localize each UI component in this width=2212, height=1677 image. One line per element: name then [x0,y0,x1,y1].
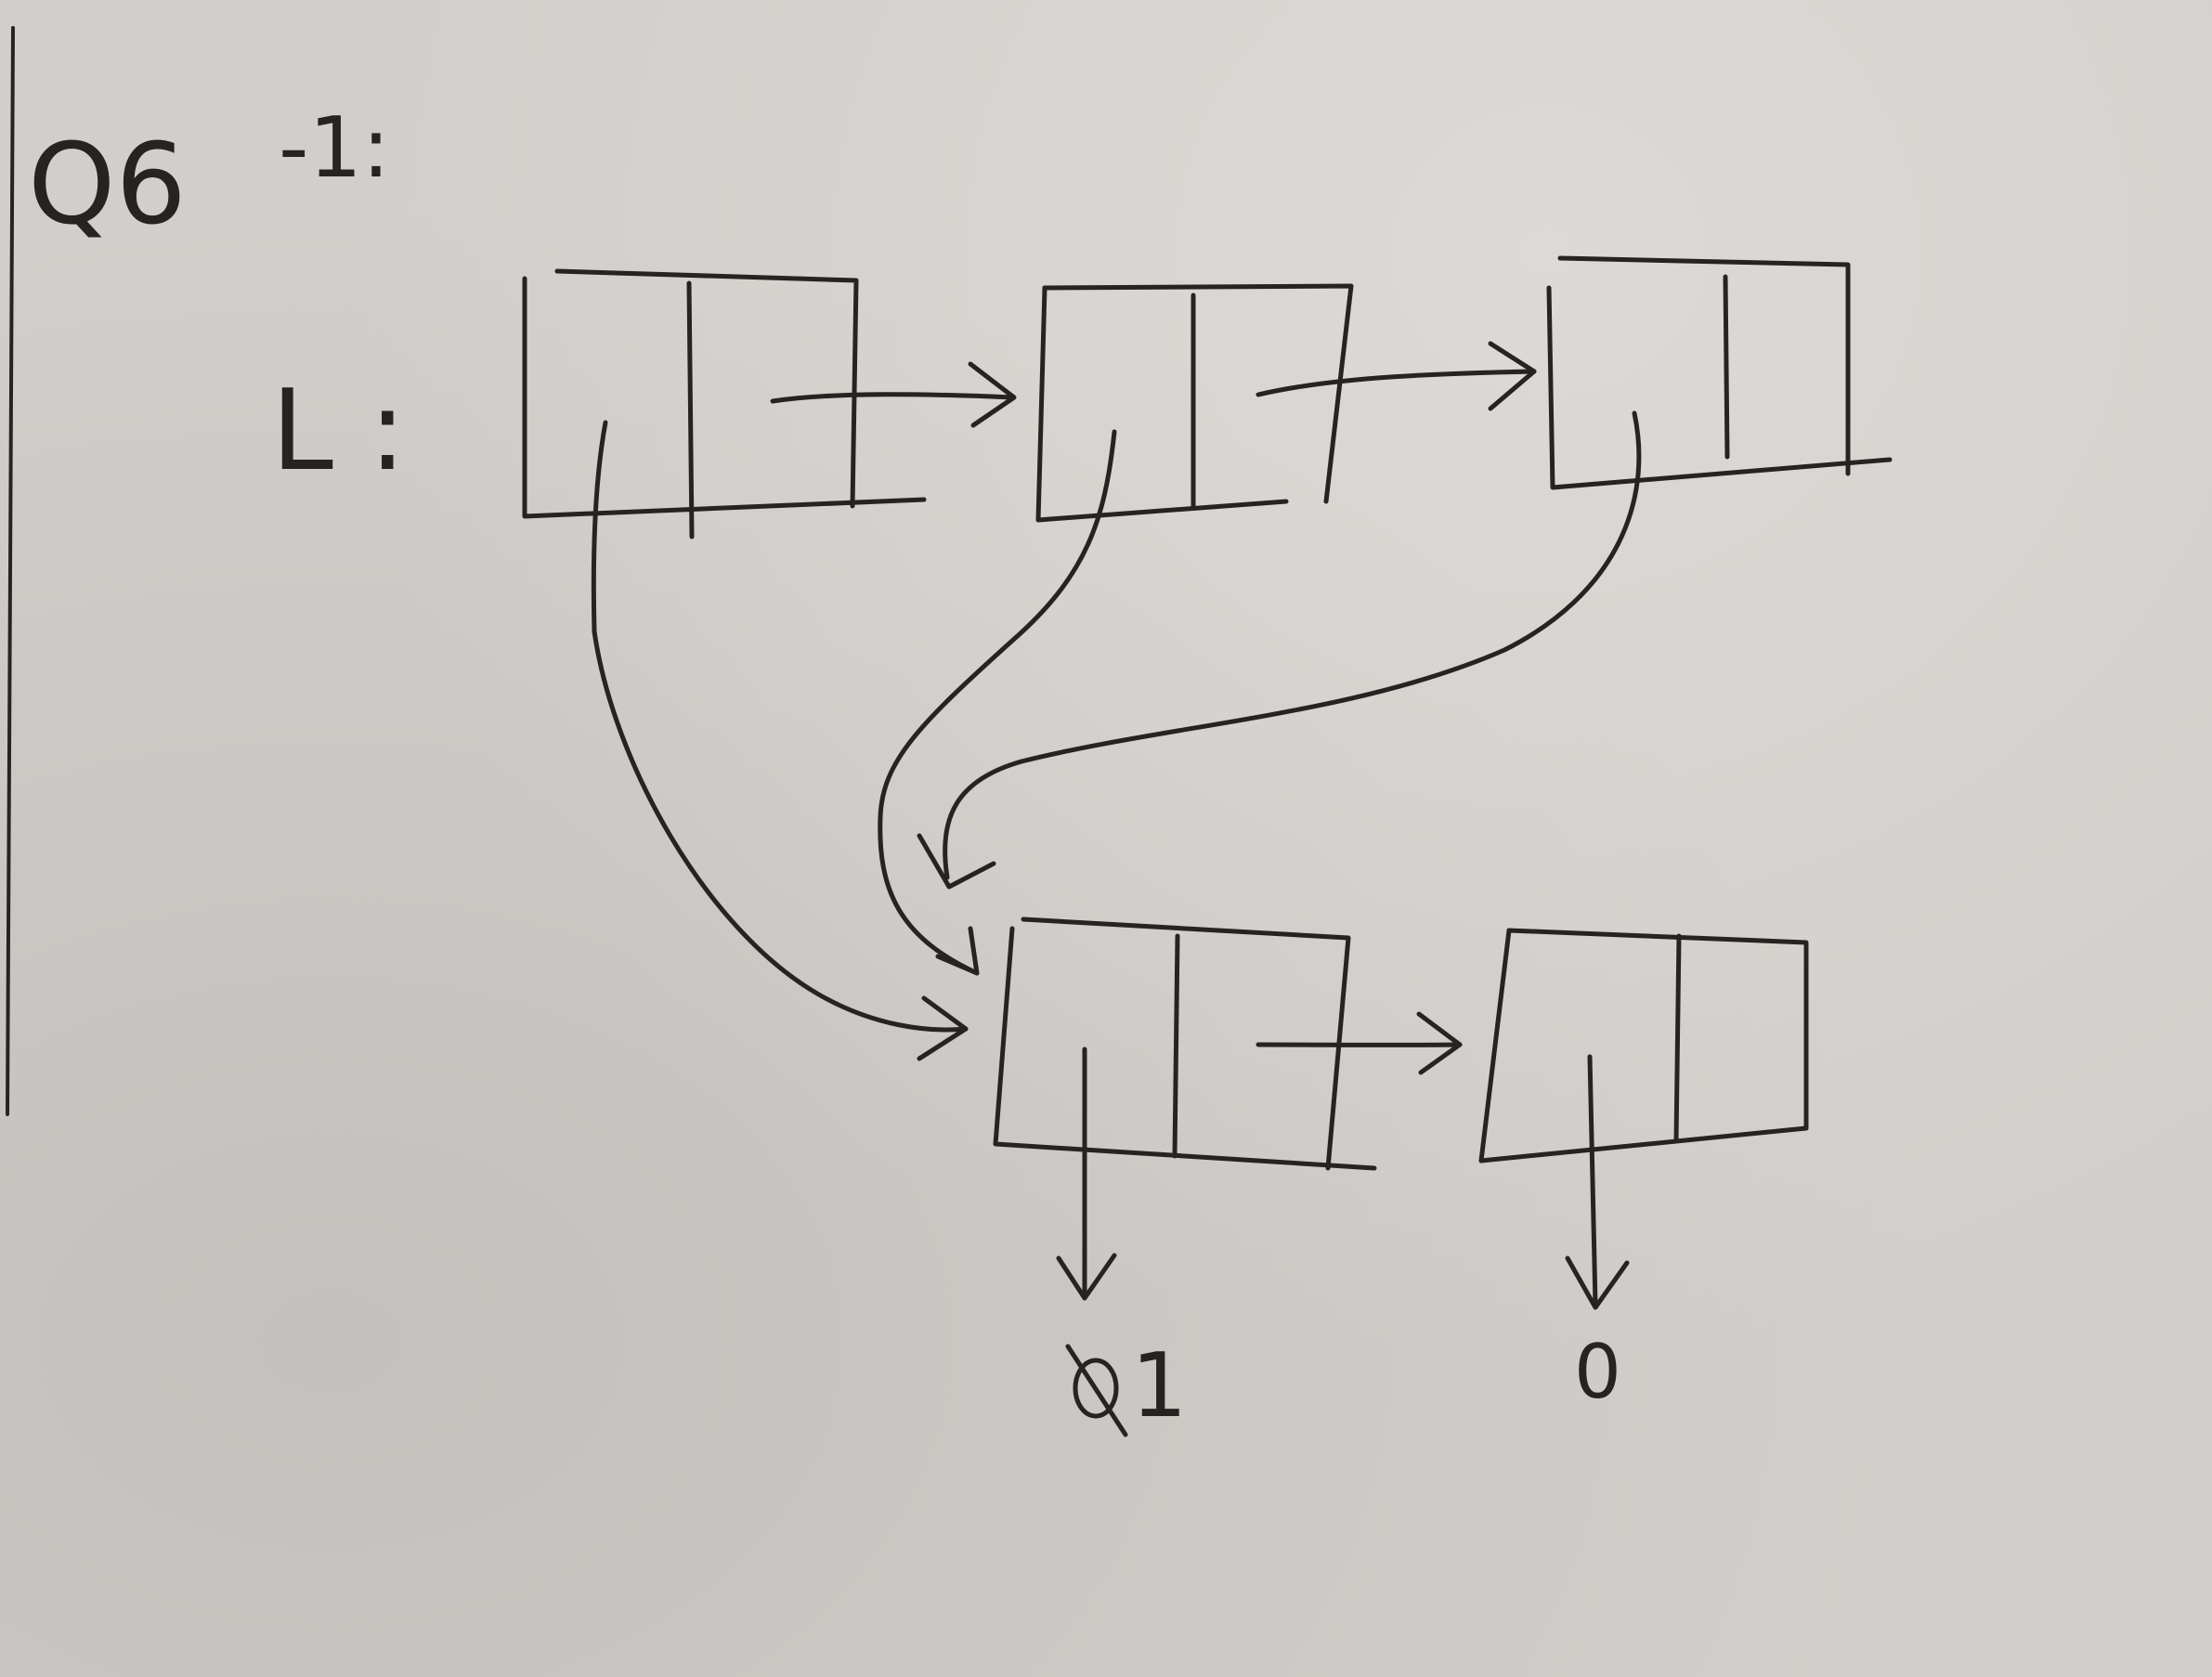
question-heading: Q6 [28,121,187,250]
value-label-0: 0 [1574,1329,1621,1415]
crossout-stroke [1065,1344,1128,1437]
arrow-cell1-car-to-cell4 [592,629,969,1061]
crossed-zero [1073,1358,1119,1419]
arrow-cell5-car-down [1565,1054,1630,1310]
question-part: -1: [279,99,390,197]
cons-cell-5 [1478,928,1809,1164]
arrow-cell2-to-cell3 [1256,341,1537,411]
list-label: L : [271,367,406,496]
cons-cell-3 [1546,255,1893,490]
arrow-cell2-car-to-cell4 [878,429,1117,976]
value-one-with-crossout: 1 [1065,1335,1187,1437]
arrow-cell1-to-cell2 [770,361,1017,428]
arrow-cell4-car-down [1056,1046,1117,1301]
cons-cell-1 [522,268,927,634]
arrow-cell3-car-to-cell4 [917,410,1642,890]
cons-cell-2 [1035,283,1354,523]
value-label-1: 1 [1131,1335,1187,1437]
cons-cell-4 [993,916,1377,1171]
arrow-cell4-to-cell5 [1256,1011,1463,1075]
margin-line [6,26,15,1116]
